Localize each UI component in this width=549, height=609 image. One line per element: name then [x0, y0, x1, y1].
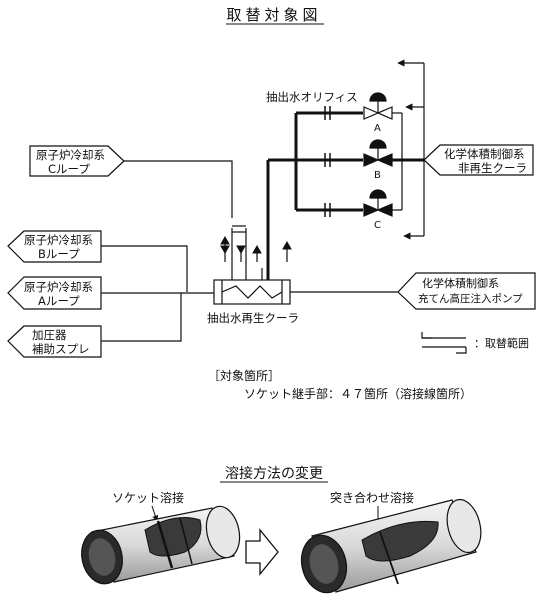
c-loop-label-1: 原子炉冷却系	[36, 148, 105, 162]
orifice-manifold	[268, 111, 424, 212]
valve-b-label: B	[374, 170, 381, 181]
c-loop-label-2: Cループ	[48, 162, 90, 176]
nonregen-label-1: 化学体積制御系	[444, 147, 525, 161]
change-arrow	[245, 528, 279, 576]
valve-a	[363, 92, 393, 120]
legend-label: ：取替範囲	[474, 336, 529, 350]
nonregen-cooler-box: 化学体積制御系 非再生クーラ	[423, 144, 534, 176]
regen-cooler-label: 抽出水再生クーラ	[207, 311, 299, 325]
after-label: 突き合わせ溶接	[330, 490, 414, 505]
pressurizer-box: 加圧器 補助スプレ	[7, 325, 102, 358]
b-loop-label-2: Bループ	[38, 247, 80, 261]
legend-symbol	[421, 332, 467, 354]
before-leader	[151, 505, 159, 522]
valve-c-label: C	[374, 220, 381, 231]
diagram-title: 取替対象図	[226, 6, 321, 24]
b-loop-box: 原子炉冷却系 Bループ	[7, 230, 102, 263]
pressurizer-label-1: 加圧器	[32, 328, 67, 342]
regen-cooler	[213, 279, 291, 305]
charging-pump-box: 化学体積制御系 充てん高圧注入ポンプ	[397, 272, 536, 310]
orifice-label: 抽出水オリフィス	[266, 90, 358, 104]
b-loop-label-1: 原子炉冷却系	[24, 233, 93, 247]
left-piping	[101, 160, 233, 342]
control-lines	[397, 59, 425, 240]
flow-arrows-cooler	[220, 235, 292, 262]
orifice-plates	[324, 106, 331, 217]
vertical-bundle	[231, 160, 270, 280]
pump-label-1: 化学体積制御系	[422, 276, 499, 290]
valve-b	[363, 139, 393, 167]
pump-label-2: 充てん高圧注入ポンプ	[418, 292, 523, 305]
a-loop-box: 原子炉冷却系 Aループ	[7, 276, 102, 310]
welding-title: 溶接方法の変更	[225, 465, 323, 482]
a-loop-label-1: 原子炉冷却系	[24, 280, 93, 294]
before-label: ソケット溶接	[112, 490, 184, 505]
socket-weld-pipe	[81, 505, 241, 585]
a-loop-label-2: Aループ	[38, 294, 80, 308]
nonregen-label-2: 非再生クーラ	[458, 161, 527, 175]
pressurizer-label-2: 補助スプレ	[32, 342, 90, 356]
c-loop-box: 原子炉冷却系 Cループ	[29, 145, 125, 177]
valve-c	[363, 189, 393, 217]
target-heading: ［対象箇所］	[208, 369, 280, 383]
butt-weld-pipe	[300, 498, 482, 594]
valve-a-label: A	[374, 123, 381, 134]
target-detail: ソケット継手部：４７箇所（溶接線箇所）	[244, 386, 472, 401]
